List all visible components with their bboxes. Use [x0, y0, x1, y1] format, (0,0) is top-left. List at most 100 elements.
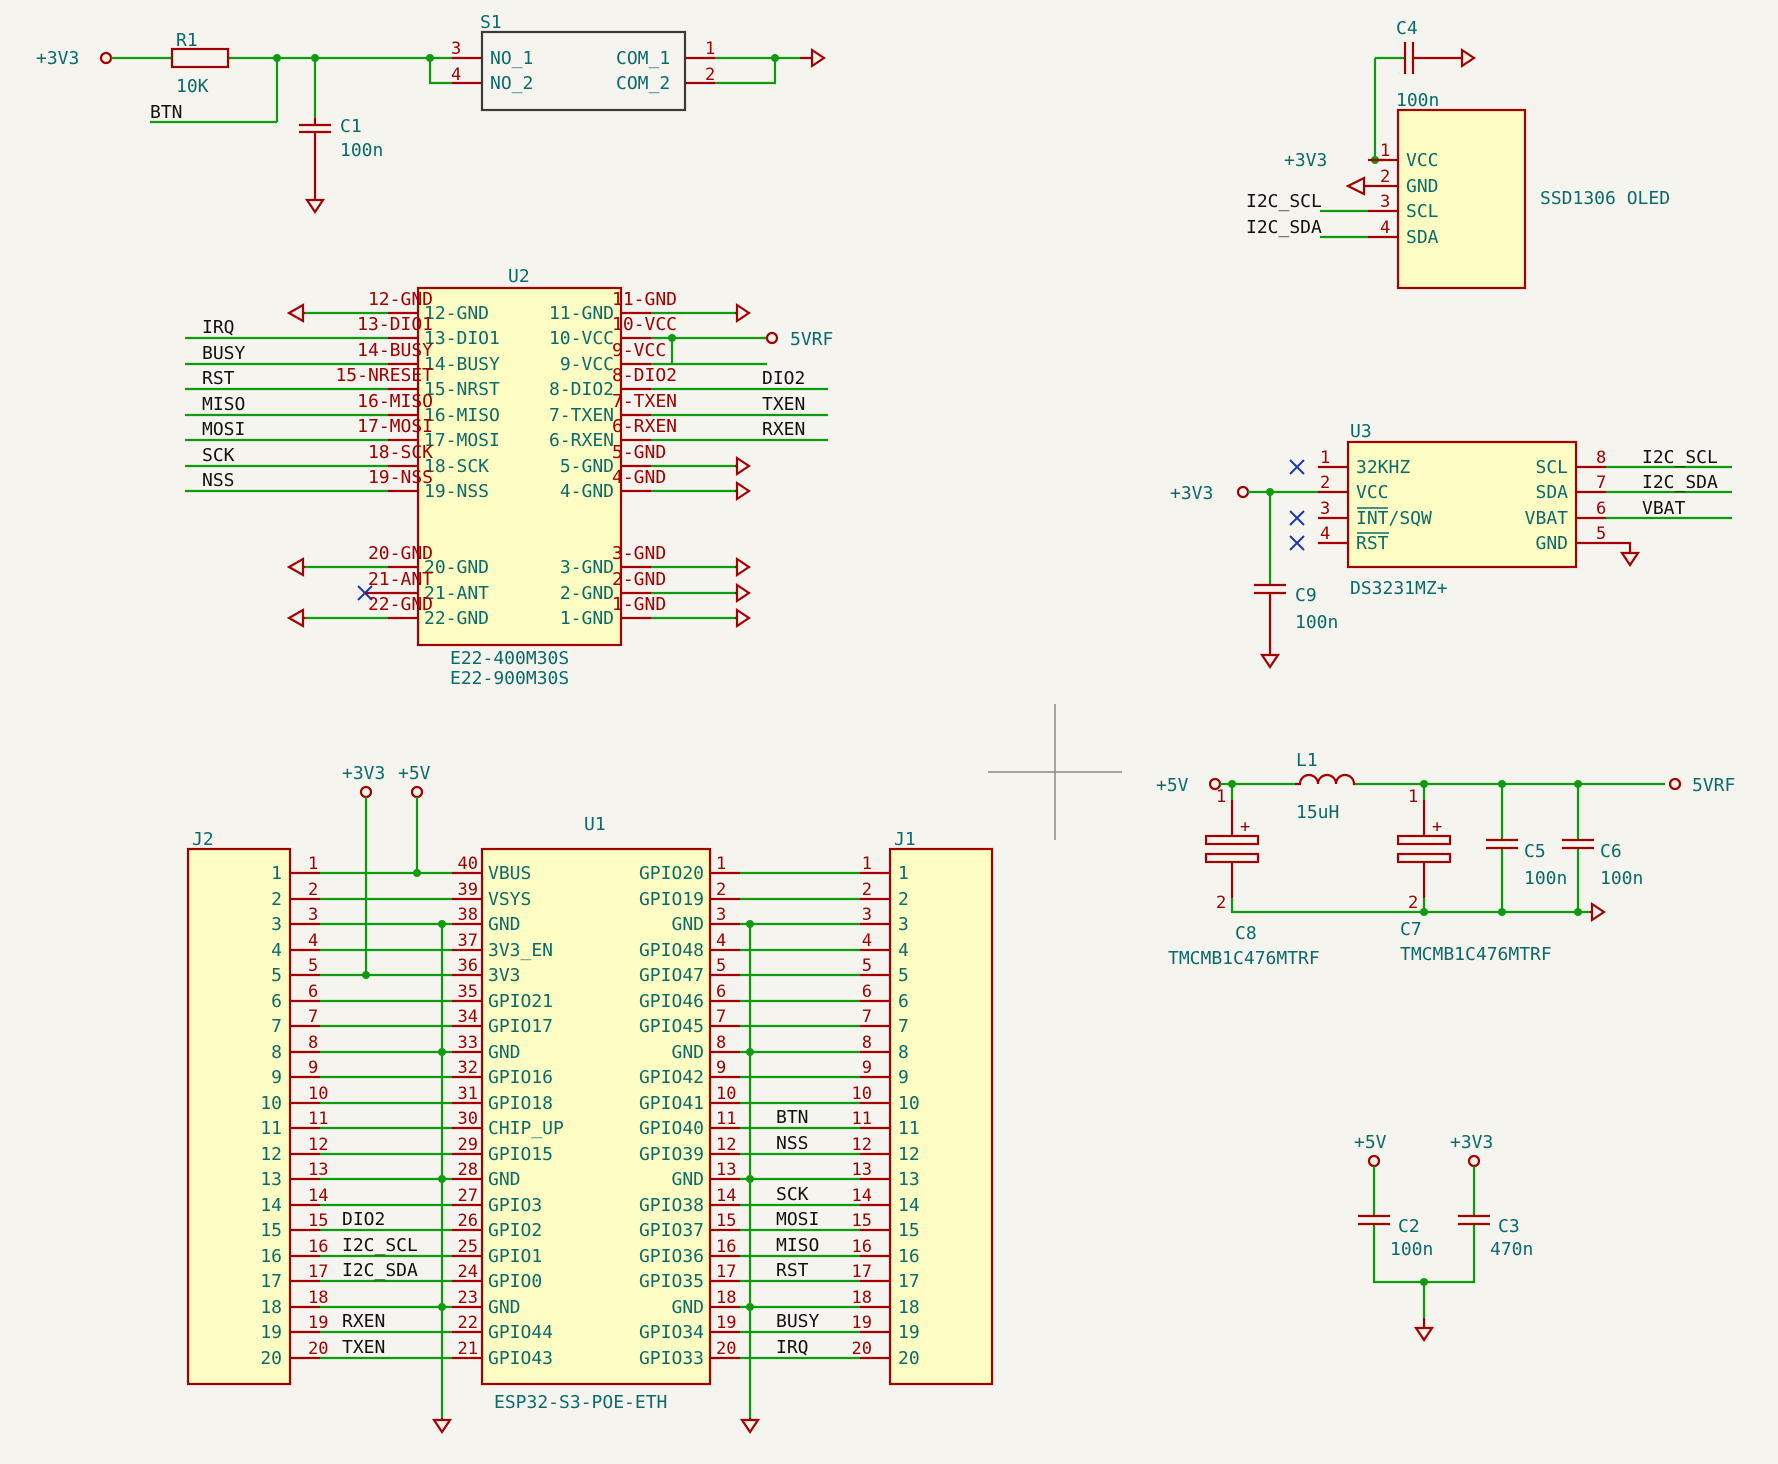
u1-pinname-gpio3: GPIO3: [488, 1195, 542, 1216]
u1-pin-36: 36: [458, 956, 478, 976]
u3-pinname-vbat: VBAT: [1525, 508, 1569, 529]
u1-pin-34: 34: [458, 1007, 478, 1027]
u2-pin-4-gnd: 4-GND: [612, 467, 666, 488]
svg-text:2: 2: [1216, 893, 1226, 913]
j2-pin-label-20: 20: [260, 1348, 282, 1369]
esp-net-label-right-16: MISO: [776, 1235, 819, 1256]
svg-text:GND: GND: [1406, 176, 1439, 197]
svg-text:+5V: +5V: [1354, 1132, 1387, 1153]
svg-text:I2C_SDA: I2C_SDA: [1642, 472, 1718, 493]
u1-pinname-gpio19: GPIO19: [639, 889, 704, 910]
esp-net-label-left-15: DIO2: [342, 1209, 385, 1230]
j1-pin-11: 11: [852, 1109, 872, 1129]
u1-pinname-gpio21: GPIO21: [488, 991, 553, 1012]
u1-pin-26: 26: [458, 1211, 478, 1231]
u1-pinname-gpio33: GPIO33: [639, 1348, 704, 1369]
u1-pinname-gpio38: GPIO38: [639, 1195, 704, 1216]
j1-pin-3: 3: [862, 905, 872, 925]
esp-net-label-right-15: MOSI: [776, 1209, 819, 1230]
u3-pin-6: 6: [1596, 499, 1606, 519]
u1-pinname-gpio17: GPIO17: [488, 1016, 553, 1037]
net-label-nss: NSS: [202, 470, 235, 491]
svg-text:C5: C5: [1524, 841, 1546, 862]
rf-power-filter: +5V L1 15uH 5VRF ++ 12 12 C5 100n C6 100…: [1156, 750, 1735, 969]
svg-text:C8: C8: [1235, 923, 1257, 944]
j2-pin-label-17: 17: [260, 1271, 282, 1292]
u1-pinname-gnd: GND: [488, 1297, 521, 1318]
net-label-btn: BTN: [150, 102, 183, 123]
j1-pin-1: 1: [862, 854, 872, 874]
r1-ref: R1: [176, 30, 198, 51]
u2-pinname-9-vcc: 9-VCC: [560, 354, 614, 375]
svg-text:J1: J1: [894, 829, 916, 850]
u2-pinname-2-gnd: 2-GND: [560, 583, 614, 604]
u3-pinname-int-sqw: INT/SQW: [1356, 508, 1432, 529]
u2-pinname-6-rxen: 6-RXEN: [549, 430, 614, 451]
u2-pinname-20-gnd: 20-GND: [424, 557, 489, 578]
u1-pinname-gpio35: GPIO35: [639, 1271, 704, 1292]
u2-pinname-10-vcc: 10-VCC: [549, 328, 614, 349]
u1-pinname-gpio1: GPIO1: [488, 1246, 542, 1267]
u1-pin-2: 2: [716, 880, 726, 900]
u1-pinname-gnd: GND: [671, 914, 704, 935]
u1-pinname-gpio41: GPIO41: [639, 1093, 704, 1114]
j1-pin-label-3: 3: [898, 914, 909, 935]
svg-text:ESP32-S3-POE-ETH: ESP32-S3-POE-ETH: [494, 1392, 667, 1413]
u2-pin-17-mosi: 17-MOSI: [357, 416, 433, 437]
cursor-crosshair: [988, 704, 1122, 840]
j1-pin-label-19: 19: [898, 1322, 920, 1343]
u1-pinname-gpio42: GPIO42: [639, 1067, 704, 1088]
u2-pinname-17-mosi: 17-MOSI: [424, 430, 500, 451]
u1-pinname-gpio39: GPIO39: [639, 1144, 704, 1165]
u2-vcc-power: 5VRF: [790, 329, 833, 350]
u1-pin-27: 27: [458, 1186, 478, 1206]
u3-pinname-scl: SCL: [1535, 457, 1568, 478]
connector-j1: [888, 847, 994, 1386]
j1-pin-label-7: 7: [898, 1016, 909, 1037]
u2-pinname-21-ant: 21-ANT: [424, 583, 489, 604]
u2-pinname-19-nss: 19-NSS: [424, 481, 489, 502]
u1-pinname-gpio2: GPIO2: [488, 1220, 542, 1241]
j2-pin-4: 4: [308, 931, 318, 951]
u2-pinname-5-gnd: 5-GND: [560, 456, 614, 477]
resistor-r1: [170, 47, 230, 69]
u1-pinname-vbus: VBUS: [488, 863, 531, 884]
j2-pin-label-8: 8: [271, 1042, 282, 1063]
j2-pin-9: 9: [308, 1058, 318, 1078]
net-label-rxen: RXEN: [762, 419, 805, 440]
j1-pin-label-20: 20: [898, 1348, 920, 1369]
svg-text:C3: C3: [1498, 1216, 1520, 1237]
oled-module: C4 100n +3V3 I2C_SCL I2C_SDA 1 2 3 4 VCC…: [1246, 18, 1670, 290]
svg-text:I2C_SCL: I2C_SCL: [1642, 447, 1718, 468]
u1-pinname-gpio37: GPIO37: [639, 1220, 704, 1241]
j1-pin-20: 20: [852, 1339, 872, 1359]
j1-pin-label-1: 1: [898, 863, 909, 884]
svg-text:100n: 100n: [1524, 868, 1567, 889]
j1-pin-label-18: 18: [898, 1297, 920, 1318]
oled-vcc-power: +3V3: [1284, 150, 1327, 171]
j2-pin-label-2: 2: [271, 889, 282, 910]
j1-pin-5: 5: [862, 956, 872, 976]
j2-pin-label-12: 12: [260, 1144, 282, 1165]
u2-pinname-14-busy: 14-BUSY: [424, 354, 500, 375]
j2-pin-11: 11: [308, 1109, 328, 1129]
u2-pinname-12-gnd: 12-GND: [424, 303, 489, 324]
u1-pin-39: 39: [458, 880, 478, 900]
svg-text:VBAT: VBAT: [1642, 498, 1686, 519]
net-label-dio2: DIO2: [762, 368, 805, 389]
svg-text:1: 1: [1380, 141, 1390, 161]
u3-pinname-sda: SDA: [1535, 482, 1568, 503]
u2-pinname-1-gnd: 1-GND: [560, 608, 614, 629]
svg-text:+: +: [1432, 817, 1442, 837]
u1-pin-6: 6: [716, 982, 726, 1002]
u1-pinname-3v3-en: 3V3_EN: [488, 940, 553, 961]
u1-pin-25: 25: [458, 1237, 478, 1257]
u1-pin-13: 13: [716, 1160, 736, 1180]
u2-pin-21-ant: 21-ANT: [368, 569, 433, 590]
esp-net-label-right-12: NSS: [776, 1133, 809, 1154]
svg-text:U3: U3: [1350, 421, 1372, 442]
j1-pin-16: 16: [852, 1237, 872, 1257]
u1-pin-4: 4: [716, 931, 726, 951]
